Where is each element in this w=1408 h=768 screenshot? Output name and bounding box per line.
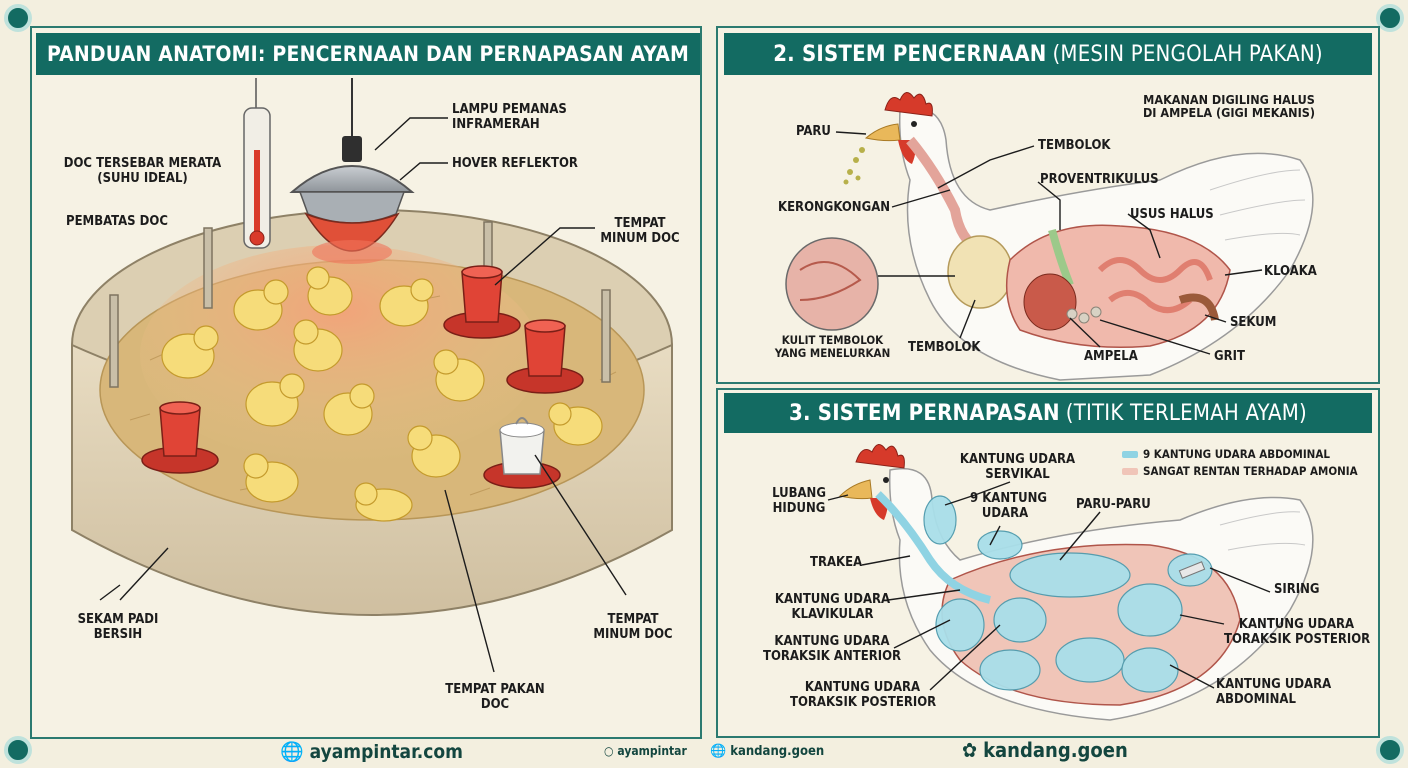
footer-kandang-right: ✿ kandang.goen [962, 738, 1128, 762]
label-hover-reflector: HOVER REFLEKTOR [452, 156, 578, 171]
legend-swatch-pink [1122, 468, 1138, 475]
label-trachea: TRAKEA [810, 555, 863, 570]
corner-ornament [4, 736, 32, 764]
label-crop-top: TEMBOLOK [1038, 138, 1111, 153]
label-posterior-thoracic-right: KANTUNG UDARA TORAKSIK POSTERIOR [1224, 617, 1371, 647]
legend-item-ammonia: SANGAT RENTAN TERHADAP AMONIA [1122, 463, 1358, 480]
label-anterior-thoracic: KANTUNG UDARA TORAKSIK ANTERIOR [762, 634, 902, 664]
label-gizzard: AMPELA [1084, 349, 1138, 364]
brooder-panel-title: PANDUAN ANATOMI: PENCERNAAN DAN PERNAPAS… [36, 33, 700, 75]
legend-item-air-sac: 9 KANTUNG UDARA ABDOMINAL [1122, 446, 1358, 463]
footer-website: 🌐 ayampintar.com [280, 740, 463, 764]
label-paru: PARU [796, 124, 831, 139]
globe-icon: 🌐 [710, 744, 727, 759]
label-drinker-top: TEMPAT MINUM DOC [600, 216, 680, 246]
label-cecum: SEKUM [1230, 315, 1277, 330]
corner-ornament [1376, 4, 1404, 32]
label-abdominal-air-sac: KANTUNG UDARA ABDOMINAL [1216, 677, 1332, 707]
respiratory-panel-title: 3. SISTEM PERNAPASAN(TITIK TERLEMAH AYAM… [724, 393, 1372, 433]
footer-instagram: ○ ayampintar [604, 744, 687, 758]
globe-icon: 🌐 [280, 741, 304, 763]
legend-swatch-blue [1122, 451, 1138, 458]
label-grit: GRIT [1214, 349, 1245, 364]
digestive-panel-title: 2. SISTEM PENCERNAAN(MESIN PENGOLAH PAKA… [724, 33, 1372, 75]
label-cloaca: KLOAKA [1264, 264, 1317, 279]
label-doc-spread: DOC TERSEBAR MERATA (SUHU IDEAL) [63, 156, 222, 186]
label-divider: PEMBATAS DOC [66, 214, 168, 229]
label-small-intestine: USUS HALUS [1130, 207, 1214, 222]
label-lungs: PARU-PARU [1076, 497, 1151, 512]
label-nostril: LUBANG HIDUNG [772, 486, 826, 516]
corner-ornament [4, 4, 32, 32]
label-clavicular-air-sac: KANTUNG UDARA KLAVIKULAR [774, 592, 891, 622]
label-cervical-air-sac: KANTUNG UDARA SERVIKAL [959, 452, 1076, 482]
footer-kandang-left: 🌐 kandang.goen [710, 744, 825, 759]
label-feeder: TEMPAT PAKAN DOC [445, 682, 545, 712]
label-ground-note: MAKANAN DIGILING HALUS DI AMPELA (GIGI M… [1142, 92, 1316, 120]
corner-ornament [1376, 736, 1404, 764]
label-posterior-thoracic-bottom: KANTUNG UDARA TORAKSIK POSTERIOR [790, 680, 937, 710]
label-esophagus: KERONGKONGAN [778, 200, 891, 215]
instagram-icon: ○ [604, 744, 614, 758]
label-nine-air-sacs: 9 KANTUNG UDARA [970, 491, 1047, 521]
label-crop-skin: KULIT TEMBOLOK YANG MENELURKAN [774, 333, 891, 360]
label-syringe: SIRING [1274, 582, 1320, 597]
chicken-logo-icon: ✿ [962, 738, 978, 762]
label-drinker-bottom: TEMPAT MINUM DOC [593, 612, 673, 642]
legend: 9 KANTUNG UDARA ABDOMINAL SANGAT RENTAN … [1122, 446, 1358, 480]
label-heat-lamp: LAMPU PEMANAS INFRAMERAH [452, 102, 567, 132]
label-rice-husk: SEKAM PADI BERSIH [77, 612, 159, 642]
label-proventriculus: PROVENTRIKULUS [1040, 172, 1159, 187]
label-crop-bottom: TEMBOLOK [908, 340, 981, 355]
